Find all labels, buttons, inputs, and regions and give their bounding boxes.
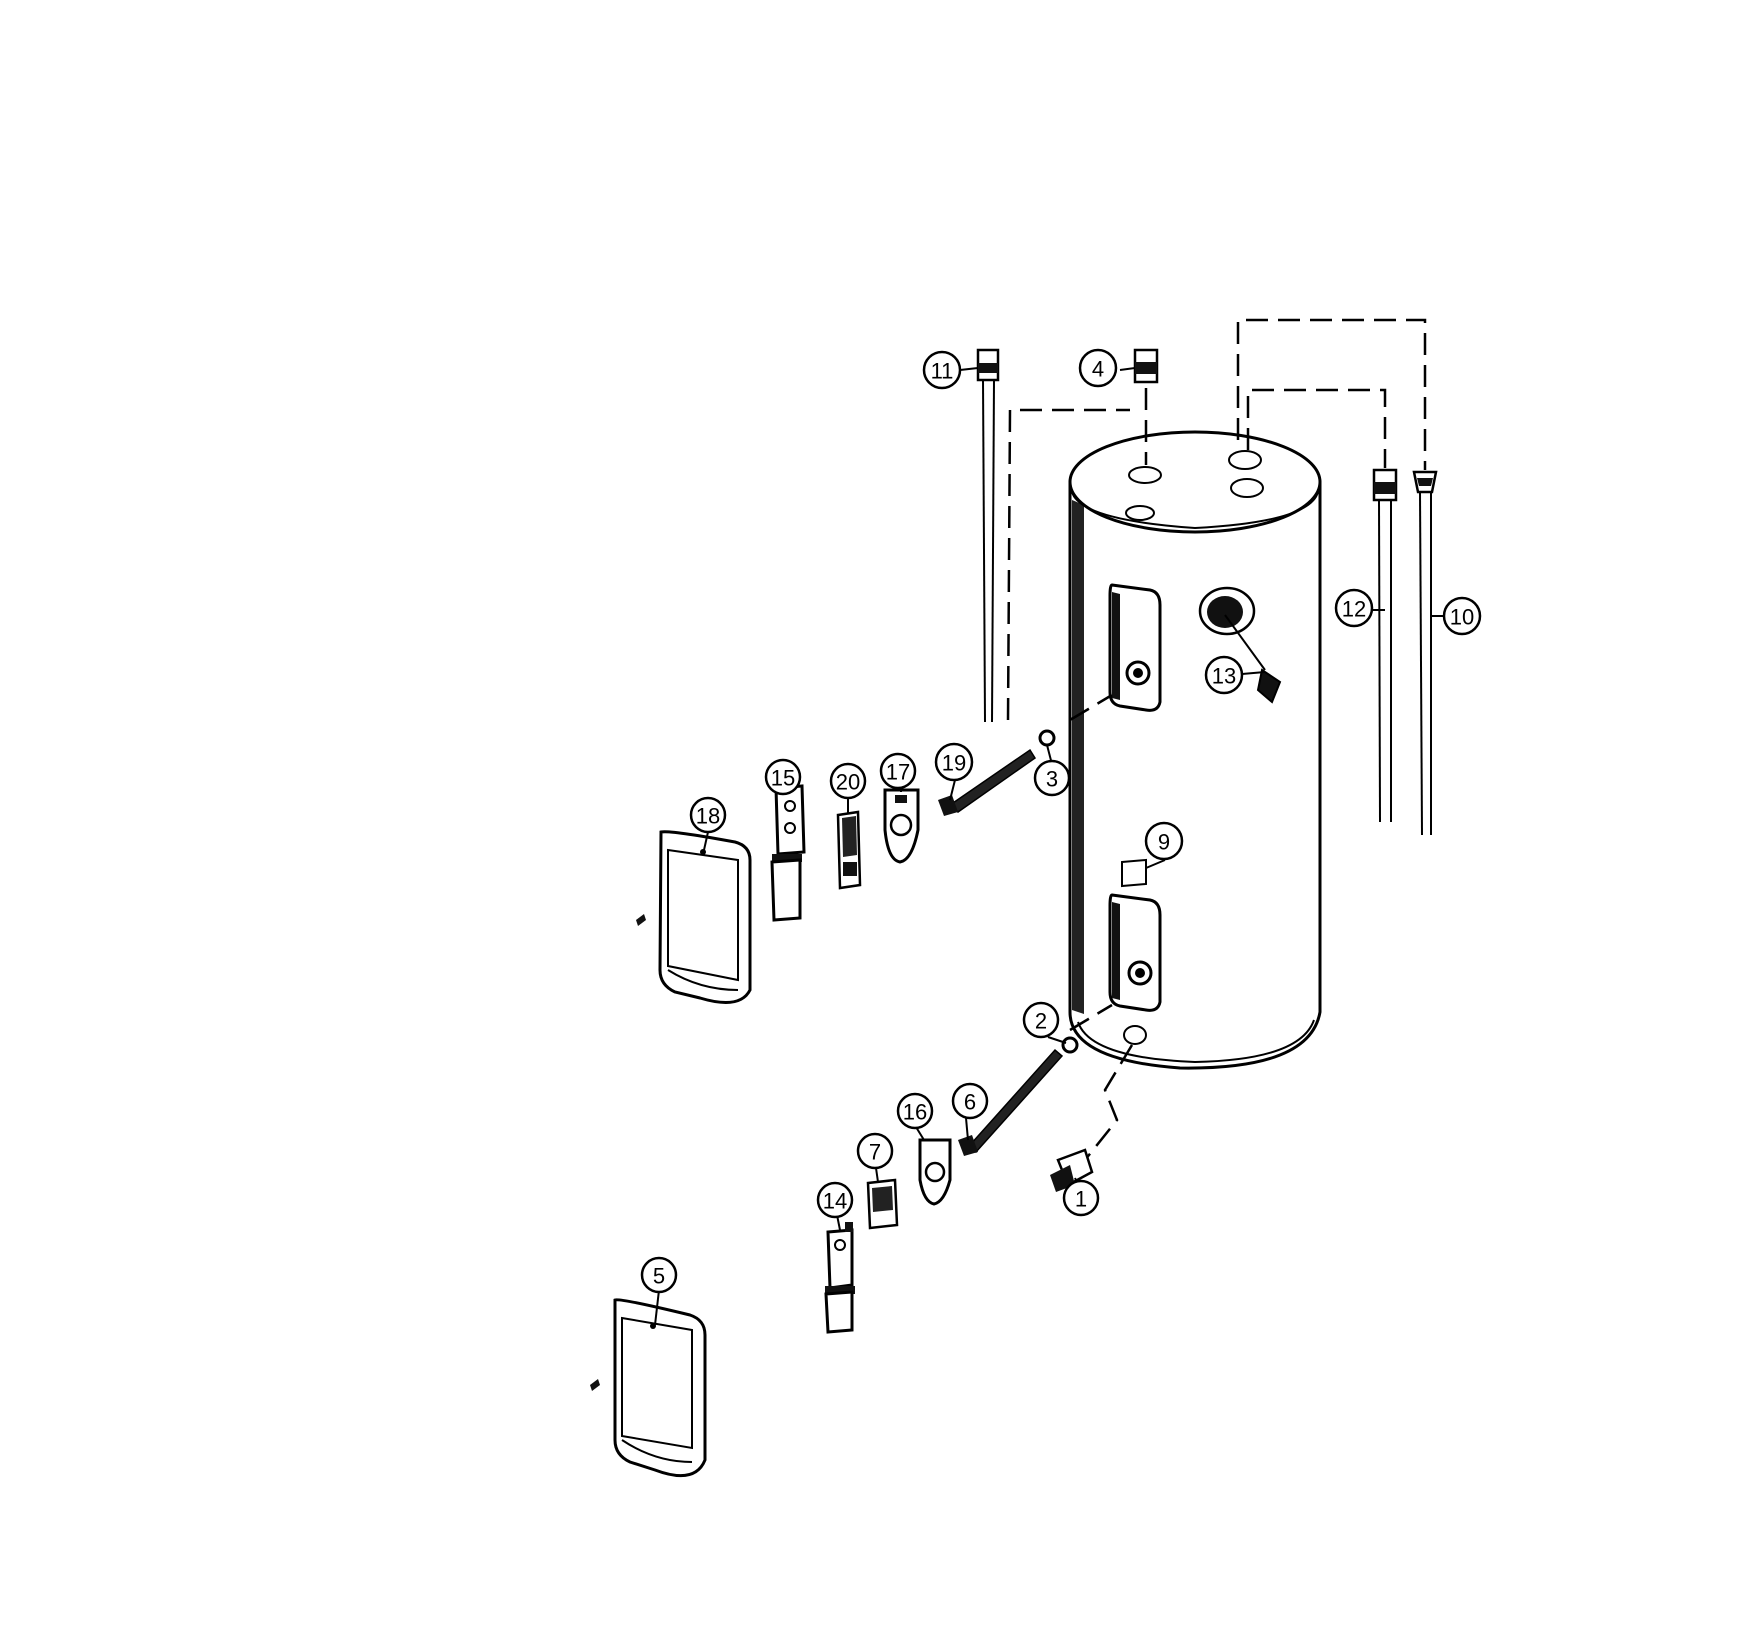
callout-4: 4 <box>1078 348 1118 388</box>
callout-17-label: 17 <box>886 760 910 785</box>
callout-7-label: 7 <box>869 1140 881 1165</box>
callout-15: 15 <box>764 758 802 796</box>
callout-2-label: 2 <box>1035 1009 1047 1034</box>
callout-13: 13 <box>1204 655 1244 695</box>
callout-18-label: 18 <box>696 804 720 829</box>
part-4-nipple <box>1133 348 1159 384</box>
callout-6: 6 <box>951 1082 989 1120</box>
callout-9-label: 9 <box>1158 830 1170 855</box>
part-12-pipe <box>1372 468 1398 823</box>
callout-4-label: 4 <box>1092 357 1104 382</box>
upper-element-assembly <box>636 729 1056 1004</box>
callout-16-label: 16 <box>903 1100 927 1125</box>
callout-20: 20 <box>829 762 867 800</box>
callout-1-label: 1 <box>1075 1187 1087 1212</box>
part-13-knob <box>1224 614 1282 704</box>
callout-14-label: 14 <box>823 1189 847 1214</box>
callout-17: 17 <box>879 752 917 790</box>
callout-1: 1 <box>1062 1179 1100 1217</box>
callout-14: 14 <box>816 1181 854 1219</box>
callout-7: 7 <box>856 1132 894 1170</box>
water-heater-tank <box>1068 430 1322 1070</box>
callout-5: 5 <box>640 1256 678 1294</box>
callout-3: 3 <box>1033 759 1071 797</box>
callout-5-label: 5 <box>653 1264 665 1289</box>
callout-11: 11 <box>922 350 962 390</box>
callout-16: 16 <box>896 1092 934 1130</box>
lower-element-assembly <box>590 1036 1094 1478</box>
callout-19-label: 19 <box>942 751 966 776</box>
callout-6-label: 6 <box>964 1090 976 1115</box>
callout-13-label: 13 <box>1212 664 1236 689</box>
part-11-dip-tube <box>976 348 1000 723</box>
callout-12: 12 <box>1334 588 1374 628</box>
leader-lines <box>654 367 1444 1326</box>
callout-15-label: 15 <box>771 766 795 791</box>
callout-11-label: 11 <box>931 359 954 384</box>
callout-2: 2 <box>1022 1001 1060 1039</box>
part-10-anode-rod <box>1412 470 1438 836</box>
assembly-lines <box>1006 318 1427 1161</box>
callout-19: 19 <box>934 742 974 782</box>
callout-9: 9 <box>1144 821 1184 861</box>
callout-3-label: 3 <box>1046 767 1058 792</box>
callout-labels: 1 2 3 4 5 6 7 9 <box>640 348 1482 1294</box>
callout-10: 10 <box>1442 596 1482 636</box>
callout-12-label: 12 <box>1342 597 1366 622</box>
callout-20-label: 20 <box>836 770 860 795</box>
callout-10-label: 10 <box>1450 605 1474 630</box>
callout-18: 18 <box>689 796 727 834</box>
